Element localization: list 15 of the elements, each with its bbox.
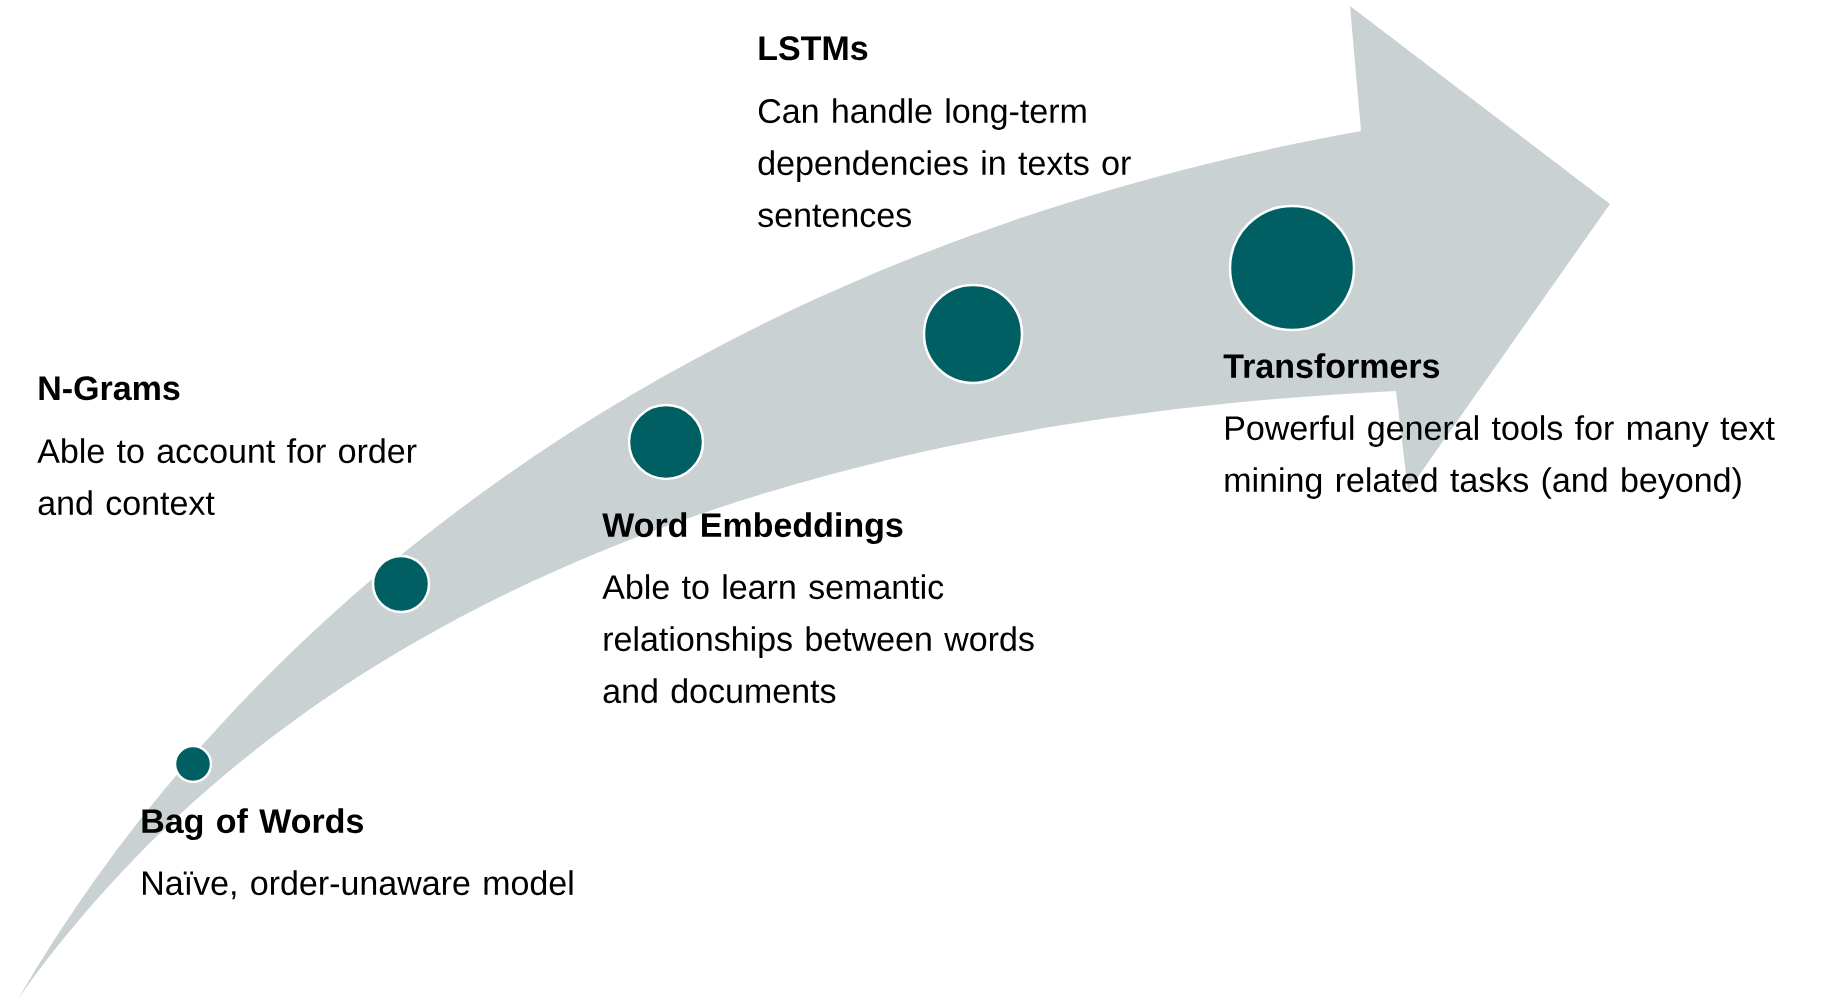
stage-title: Bag of Words xyxy=(142,808,363,841)
stage-description: Powerful general tools for many text mining related tasks (and beyond) xyxy=(1225,415,1775,499)
timeline-dot xyxy=(1228,204,1356,332)
stage-title: N-Grams xyxy=(39,376,180,401)
timeline-dot xyxy=(922,283,1024,385)
timeline-dot xyxy=(173,744,213,784)
stage-title: Transformers xyxy=(1223,353,1440,379)
stage-description: Able to account for order and context xyxy=(37,438,417,516)
timeline-dot xyxy=(371,554,431,614)
stage-title: Word Embeddings xyxy=(602,512,903,545)
timeline-dot xyxy=(627,403,705,481)
stage-title: LSTMs xyxy=(759,36,868,61)
stage-description: Naïve, order-unaware model xyxy=(143,870,573,900)
stage-description: Can handle long-term dependencies in texts or sentences xyxy=(758,98,1131,228)
stage-description: Able to learn semantic relationships between words and documents xyxy=(602,574,1034,704)
